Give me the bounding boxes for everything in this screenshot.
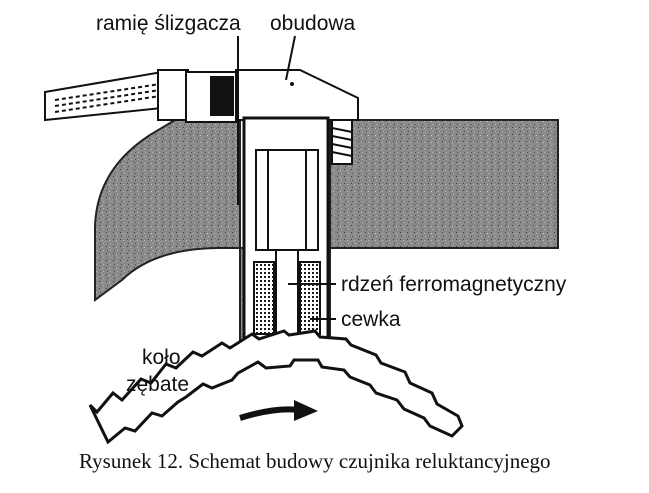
- leader-housing: [285, 35, 296, 81]
- cable-connector: [157, 69, 237, 123]
- rotation-arrow-icon: [239, 400, 318, 421]
- mounting-screw: [331, 119, 353, 165]
- label-wiper-arm: ramię ślizgacza: [96, 12, 241, 35]
- sensor-housing: [235, 69, 359, 121]
- sensor-probe: [242, 116, 330, 354]
- cable: [44, 70, 163, 122]
- label-core: rdzeń ferromagnetyczny: [341, 273, 567, 296]
- label-wheel-line2: zębate: [126, 373, 189, 396]
- label-coil: cewka: [341, 308, 401, 331]
- label-housing: obudowa: [270, 12, 356, 35]
- figure-caption: Rysunek 12. Schemat budowy czujnika relu…: [79, 449, 551, 473]
- toothed-wheel: [88, 329, 464, 445]
- label-wheel-line1: koło: [142, 346, 181, 369]
- coil-right: [299, 261, 321, 335]
- coil-left: [253, 261, 275, 335]
